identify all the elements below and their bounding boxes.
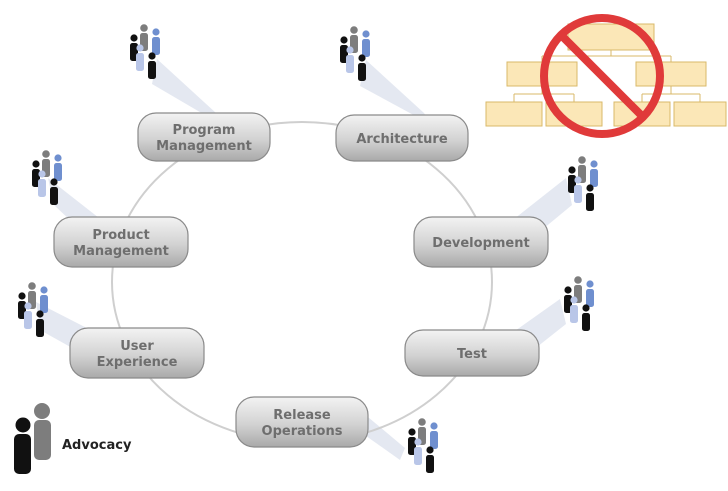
advocacy-people-icon [14,403,51,474]
role-label: Management [73,244,169,259]
role-pill [235,396,369,448]
role-label: Operations [262,424,343,439]
no-hierarchy-icon [485,14,727,138]
people-group-icon [568,156,598,211]
beam-architecture [360,60,432,125]
people-group-icon [408,418,438,473]
role-pill [404,329,540,377]
advocacy-legend-label: Advocacy [62,438,132,453]
role-label: Experience [97,355,178,370]
people-group-icon [18,282,48,337]
role-label: Development [432,236,529,251]
role-label: Program [173,123,236,138]
people-group-icon [340,26,370,81]
role-label: Release [273,408,331,423]
people-group-icon [32,150,62,205]
people-group-icon [564,276,594,331]
role-pill [69,327,205,379]
role-label: Test [457,347,487,362]
role-pill [335,114,469,162]
role-label: Product [92,228,149,243]
role-label: Management [156,139,252,154]
role-pill [137,112,271,162]
role-label: User [120,339,154,354]
team-ring [111,121,493,443]
role-architecture: Architecture [335,114,469,162]
beam-program-management [152,59,222,125]
role-development: Development [413,216,549,268]
role-test: Test [404,329,540,377]
role-label: Architecture [356,132,448,147]
role-pill [53,216,189,268]
people-group-icon [130,24,160,79]
role-pill [413,216,549,268]
